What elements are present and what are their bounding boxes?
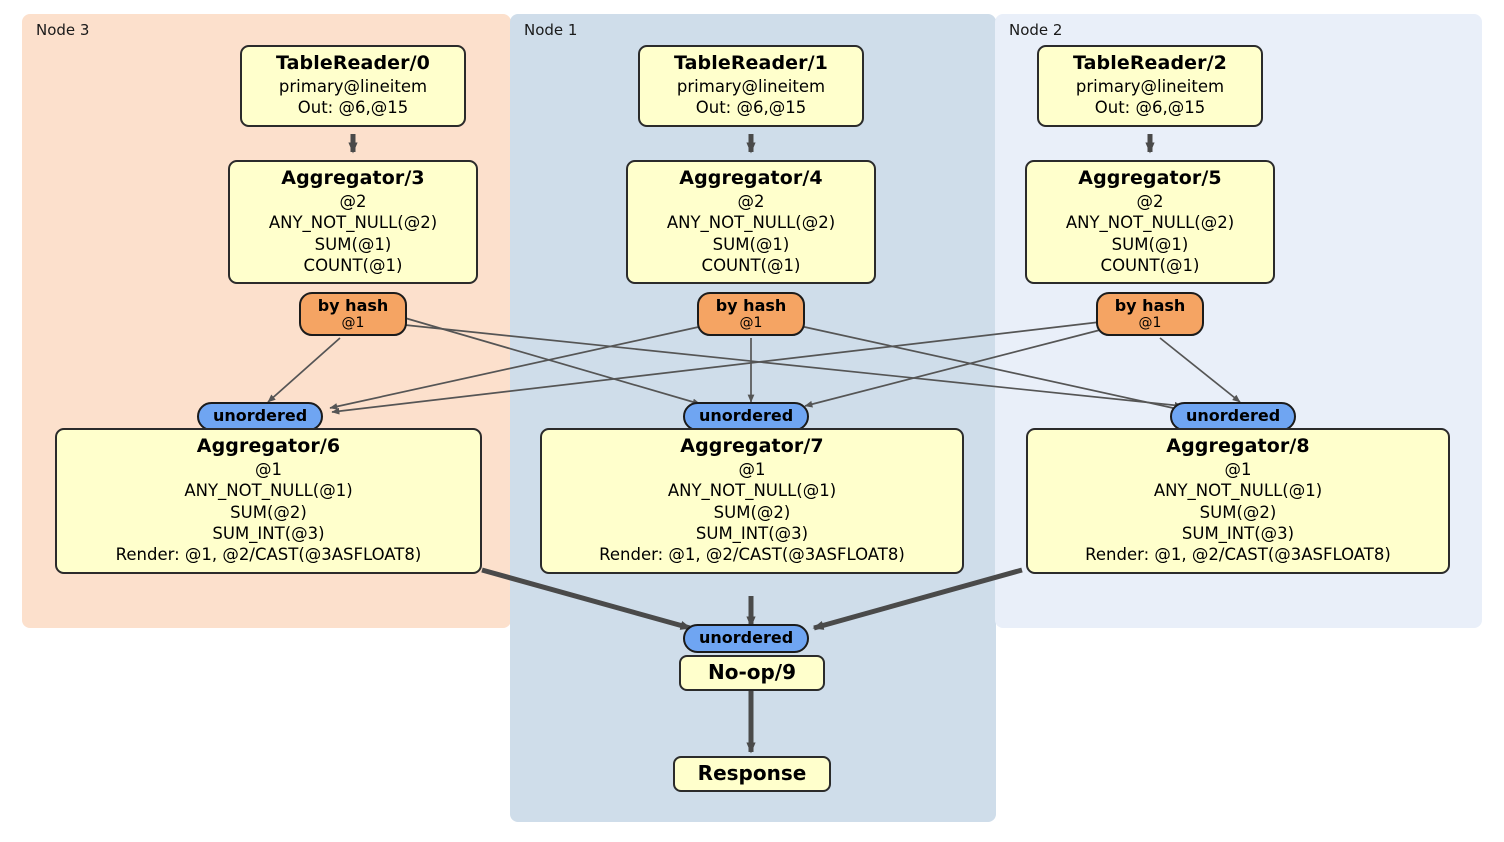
router-column-label: @1 (1138, 315, 1162, 332)
processor-aggregator-6[interactable]: Aggregator/6 @1 ANY_NOT_NULL(@1) SUM(@2)… (55, 428, 482, 574)
processor-line: Render: @1, @2/CAST(@3ASFLOAT8) (599, 545, 905, 565)
processor-line: ANY_NOT_NULL(@1) (667, 481, 837, 501)
synchronizer-label: unordered (699, 628, 794, 647)
processor-aggregator-7[interactable]: Aggregator/7 @1 ANY_NOT_NULL(@1) SUM(@2)… (540, 428, 964, 574)
processor-line: COUNT(@1) (1100, 256, 1200, 275)
processor-line: COUNT(@1) (303, 256, 403, 275)
processor-title: TableReader/0 (276, 52, 430, 74)
synchronizer-label: unordered (699, 406, 794, 425)
processor-title: Response (697, 761, 807, 785)
processor-line: @2 (737, 191, 765, 211)
processor-line: Out: @6,@15 (297, 98, 409, 118)
synchronizer-unordered-9[interactable]: unordered (683, 624, 810, 654)
synchronizer-label: unordered (1186, 406, 1281, 425)
router-type-label: by hash (1114, 296, 1186, 315)
synchronizer-unordered-6[interactable]: unordered (197, 402, 324, 432)
processor-line: ANY_NOT_NULL(@2) (1065, 213, 1235, 233)
router-by-hash-4[interactable]: by hash @1 (697, 292, 805, 337)
processor-line: primary@lineitem (1075, 76, 1225, 96)
processor-line: Out: @6,@15 (1094, 98, 1206, 118)
synchronizer-label: unordered (213, 406, 308, 425)
processor-title: TableReader/2 (1073, 52, 1227, 74)
processor-line: @2 (1136, 191, 1164, 211)
processor-line: SUM(@1) (712, 234, 790, 254)
processor-line: Render: @1, @2/CAST(@3ASFLOAT8) (115, 545, 422, 565)
synchronizer-unordered-7[interactable]: unordered (683, 402, 810, 432)
router-by-hash-5[interactable]: by hash @1 (1096, 292, 1204, 337)
processor-title: No-op/9 (707, 660, 797, 684)
processor-line: SUM_INT(@3) (1181, 524, 1295, 543)
processor-line: SUM(@2) (230, 502, 307, 522)
processor-line: @1 (255, 459, 282, 479)
processor-line: SUM(@1) (314, 234, 392, 254)
processor-line: SUM(@2) (1199, 502, 1277, 522)
processor-title: Aggregator/4 (679, 167, 823, 189)
processor-line: primary@lineitem (676, 76, 826, 96)
processor-line: SUM(@2) (713, 502, 791, 522)
processor-line: @1 (1224, 459, 1252, 479)
processor-aggregator-4[interactable]: Aggregator/4 @2 ANY_NOT_NULL(@2) SUM(@1)… (626, 160, 876, 285)
processor-line: ANY_NOT_NULL(@2) (666, 213, 836, 233)
node-region-label-node1: Node 1 (524, 21, 578, 39)
processor-aggregator-5[interactable]: Aggregator/5 @2 ANY_NOT_NULL(@2) SUM(@1)… (1025, 160, 1275, 285)
processor-title: Aggregator/7 (680, 435, 824, 457)
processor-noop-9[interactable]: No-op/9 (679, 655, 825, 691)
processor-line: SUM_INT(@3) (212, 524, 325, 543)
synchronizer-unordered-8[interactable]: unordered (1170, 402, 1297, 432)
processor-line: COUNT(@1) (701, 256, 801, 275)
router-column-label: @1 (739, 315, 763, 332)
processor-aggregator-3[interactable]: Aggregator/3 @2 ANY_NOT_NULL(@2) SUM(@1)… (228, 160, 478, 285)
processor-table-reader-2[interactable]: TableReader/2 primary@lineitem Out: @6,@… (1037, 45, 1263, 127)
processor-aggregator-8[interactable]: Aggregator/8 @1 ANY_NOT_NULL(@1) SUM(@2)… (1026, 428, 1450, 574)
processor-table-reader-1[interactable]: TableReader/1 primary@lineitem Out: @6,@… (638, 45, 864, 127)
processor-title: TableReader/1 (674, 52, 828, 74)
processor-title: Aggregator/8 (1166, 435, 1310, 457)
processor-line: ANY_NOT_NULL(@1) (1153, 481, 1323, 501)
processor-line: ANY_NOT_NULL(@2) (268, 213, 438, 233)
router-type-label: by hash (715, 296, 787, 315)
router-column-label: @1 (341, 315, 365, 332)
processor-title: Aggregator/6 (196, 435, 341, 457)
processor-response[interactable]: Response (673, 756, 831, 792)
processor-line: SUM(@1) (1111, 234, 1189, 254)
node-region-label-node2: Node 2 (1009, 21, 1063, 39)
processor-line: ANY_NOT_NULL(@1) (184, 481, 353, 501)
processor-line: @2 (339, 191, 367, 211)
processor-title: Aggregator/5 (1078, 167, 1222, 189)
processor-table-reader-0[interactable]: TableReader/0 primary@lineitem Out: @6,@… (240, 45, 466, 127)
router-type-label: by hash (317, 296, 389, 315)
router-by-hash-3[interactable]: by hash @1 (299, 292, 407, 337)
node-region-label-node3: Node 3 (36, 21, 90, 39)
processor-line: primary@lineitem (278, 76, 428, 96)
processor-line: @1 (738, 459, 766, 479)
processor-line: SUM_INT(@3) (695, 524, 809, 543)
processor-line: Out: @6,@15 (695, 98, 807, 118)
processor-title: Aggregator/3 (281, 167, 425, 189)
processor-line: Render: @1, @2/CAST(@3ASFLOAT8) (1085, 545, 1391, 565)
